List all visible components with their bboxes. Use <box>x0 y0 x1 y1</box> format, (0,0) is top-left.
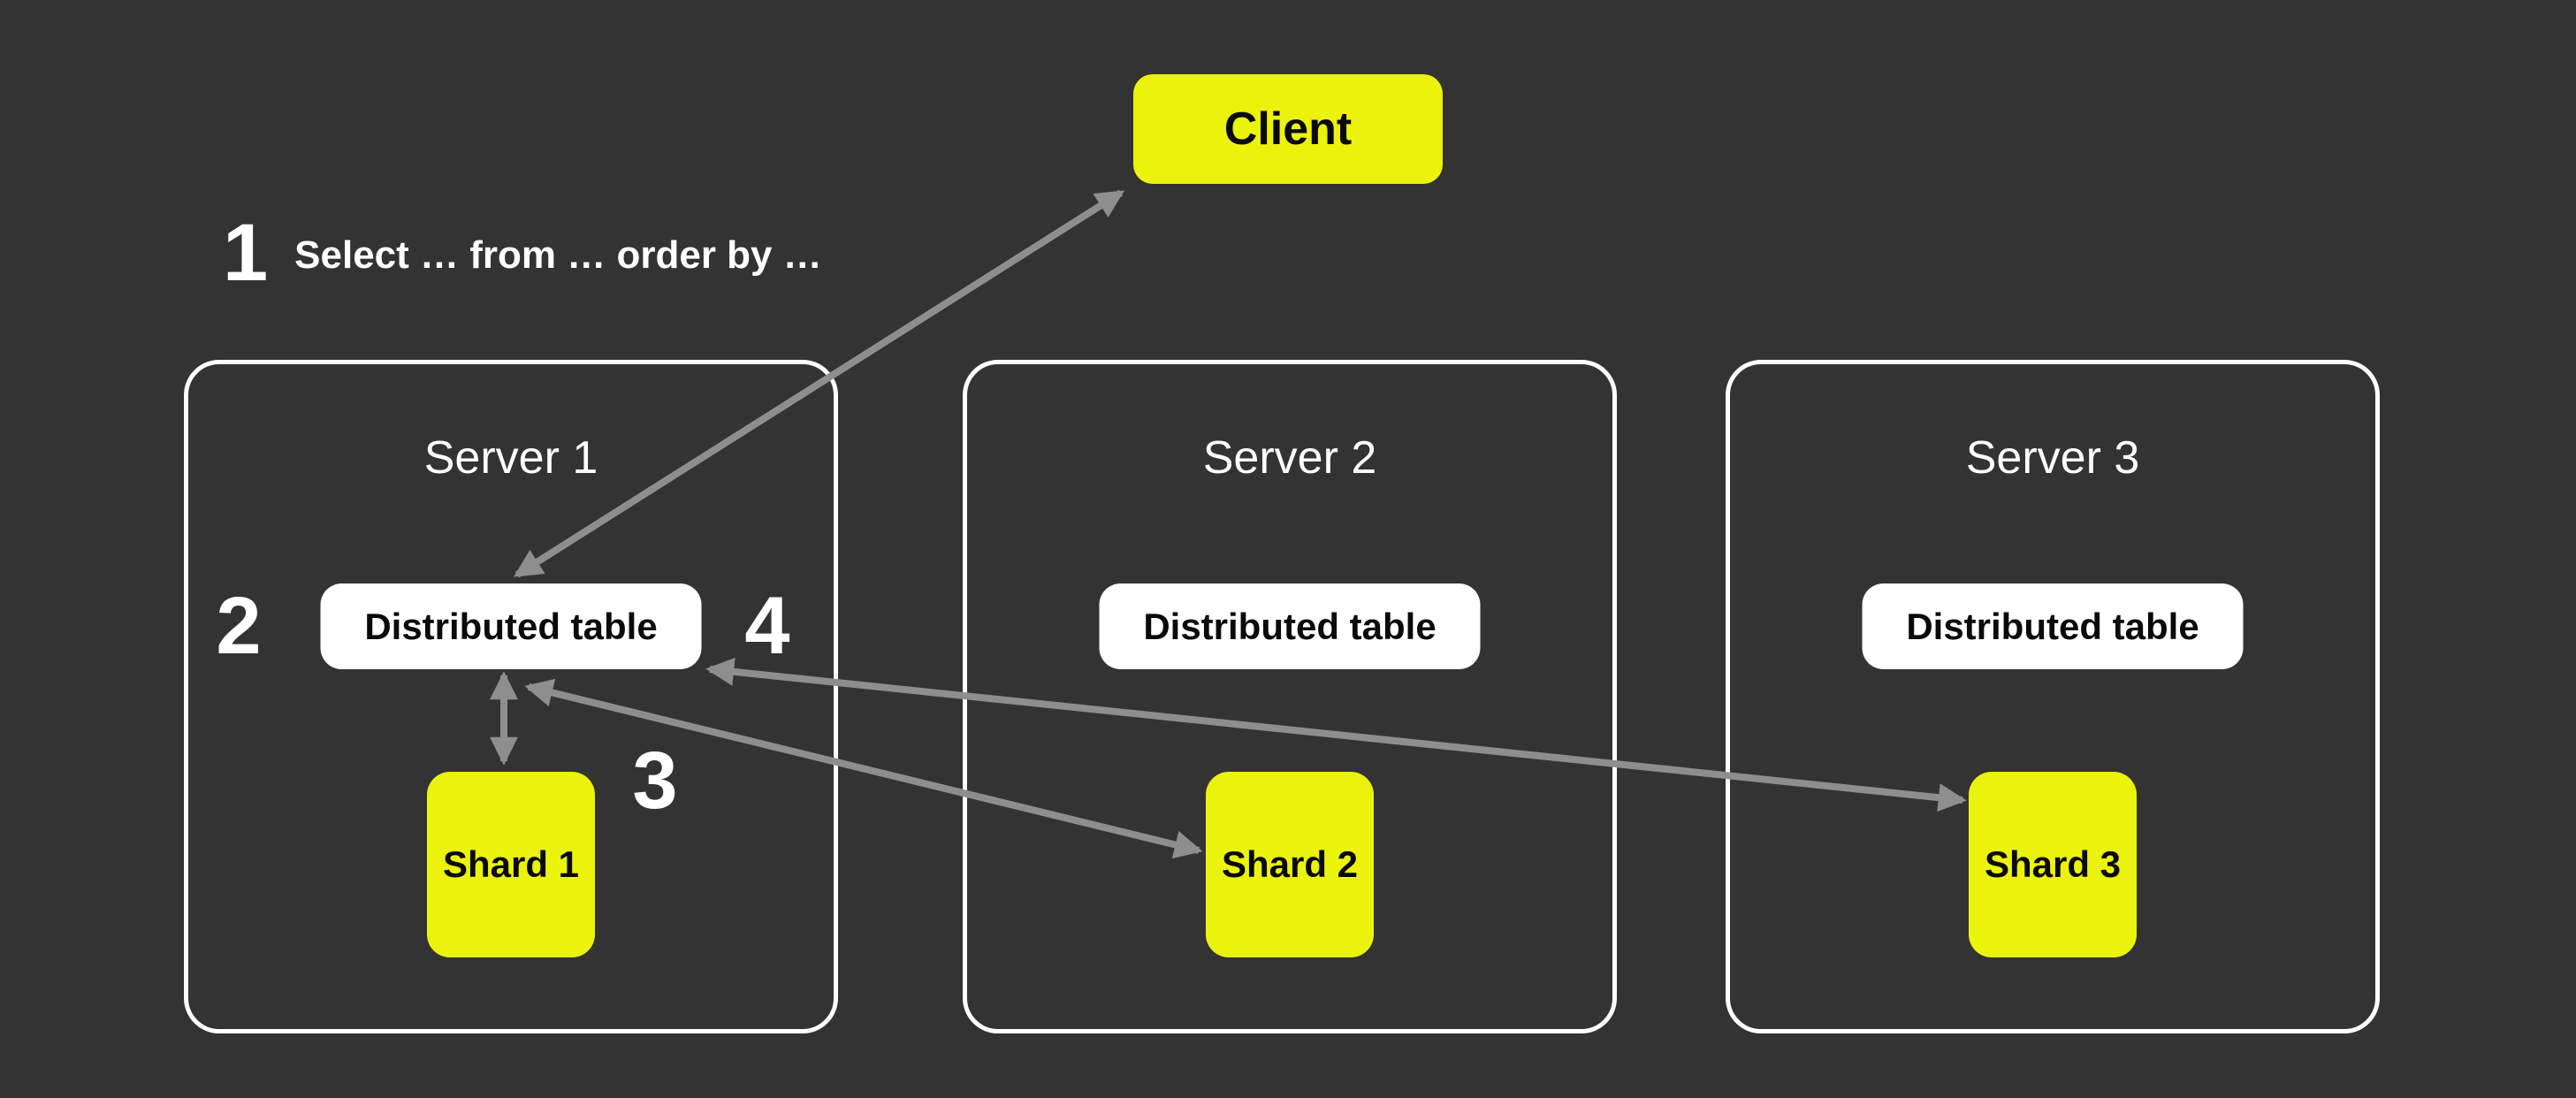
step-1-annotation: 1 Select … from … order by … <box>223 210 822 295</box>
client-node: Client <box>1133 74 1443 184</box>
step-1-number: 1 <box>223 208 269 298</box>
server-2-distributed-table: Distributed table <box>1099 583 1481 669</box>
step-2-number: 2 <box>216 581 262 671</box>
server-1-distributed-table: Distributed table <box>320 583 702 669</box>
server-2-distributed-table-label: Distributed table <box>1143 605 1437 647</box>
server-3-title: Server 3 <box>1965 432 2140 484</box>
server-2-shard: Shard 2 <box>1206 772 1374 957</box>
server-1-distributed-table-label: Distributed table <box>364 605 658 647</box>
step-4-number: 4 <box>744 581 790 671</box>
server-1-shard: Shard 1 <box>427 772 595 957</box>
server-1-shard-label: Shard 1 <box>442 843 580 885</box>
client-label: Client <box>1223 103 1353 155</box>
server-2-box: Server 2 Distributed table Shard 2 <box>963 360 1617 1033</box>
step-1-query-text: Select … from … order by … <box>294 233 822 277</box>
server-1-box: Server 1 Distributed table Shard 1 <box>184 360 838 1033</box>
server-2-shard-label: Shard 2 <box>1221 843 1359 885</box>
step-3-number: 3 <box>632 736 678 826</box>
server-3-distributed-table: Distributed table <box>1862 583 2244 669</box>
server-3-distributed-table-label: Distributed table <box>1906 605 2199 647</box>
server-3-shard-label: Shard 3 <box>1984 843 2122 885</box>
server-1-title: Server 1 <box>423 432 598 484</box>
server-3-shard: Shard 3 <box>1969 772 2137 957</box>
server-2-title: Server 2 <box>1202 432 1377 484</box>
server-3-box: Server 3 Distributed table Shard 3 <box>1726 360 2380 1033</box>
